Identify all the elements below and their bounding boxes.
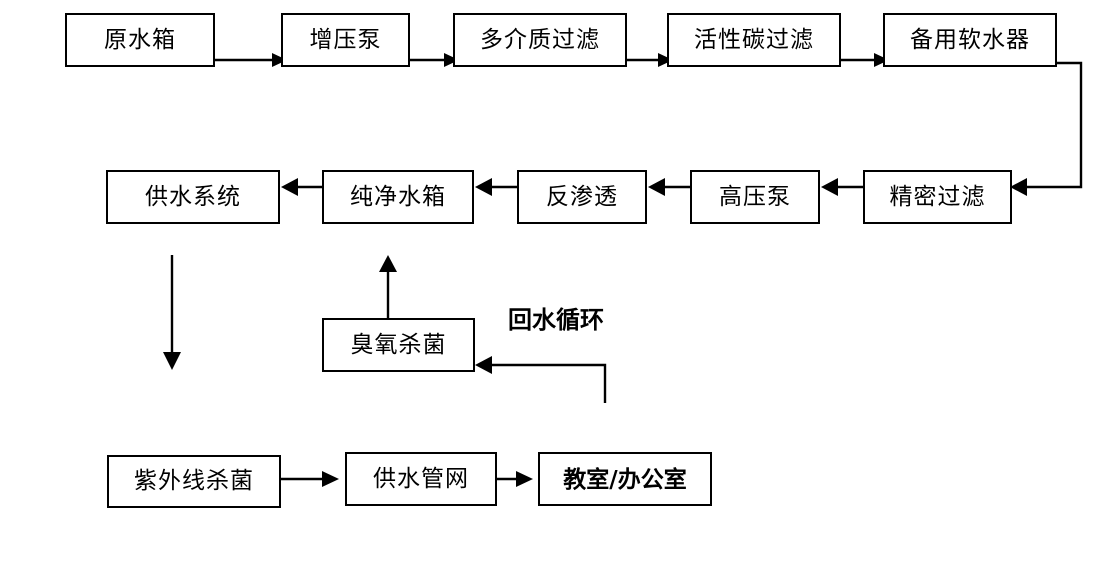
edge-uv-to-pipe-network [281, 471, 339, 487]
edge-ro-to-pure-tank [475, 178, 517, 196]
node-booster-pump[interactable]: 增压泵 [281, 13, 410, 67]
node-reverse-osmosis[interactable]: 反渗透 [517, 170, 647, 224]
edge-raw-to-booster [215, 53, 287, 67]
edge-precision-to-hp-pump [821, 178, 863, 196]
return-water-loop-label: 回水循环 [508, 306, 604, 334]
node-uv-sterilizer[interactable]: 紫外线杀菌 [107, 455, 281, 508]
node-standby-softener[interactable]: 备用软水器 [883, 13, 1057, 67]
edge-pure-tank-to-supply [281, 178, 322, 196]
node-water-supply-system[interactable]: 供水系统 [106, 170, 280, 224]
node-activated-carbon[interactable]: 活性碳过滤 [667, 13, 841, 67]
edge-ozone-to-pure-tank [379, 255, 397, 318]
edge-hp-pump-to-ro [648, 178, 690, 196]
edge-supply-down [163, 255, 181, 370]
node-classroom-office[interactable]: 教室/办公室 [538, 452, 712, 506]
node-high-pressure-pump[interactable]: 高压泵 [690, 170, 820, 224]
edge-pipe-to-classroom [497, 471, 533, 487]
edge-return-to-ozone [475, 356, 607, 403]
node-multimedia-filter[interactable]: 多介质过滤 [453, 13, 627, 67]
edge-carbon-to-softener [841, 53, 889, 67]
node-ozone-sterilizer[interactable]: 臭氧杀菌 [322, 318, 475, 372]
edge-booster-to-multimedia [410, 53, 459, 67]
node-raw-water-tank[interactable]: 原水箱 [65, 13, 215, 67]
edge-softener-to-precision [1010, 61, 1083, 196]
node-supply-pipe-network[interactable]: 供水管网 [345, 452, 497, 506]
node-precision-filter[interactable]: 精密过滤 [863, 170, 1012, 224]
node-pure-water-tank[interactable]: 纯净水箱 [322, 170, 474, 224]
